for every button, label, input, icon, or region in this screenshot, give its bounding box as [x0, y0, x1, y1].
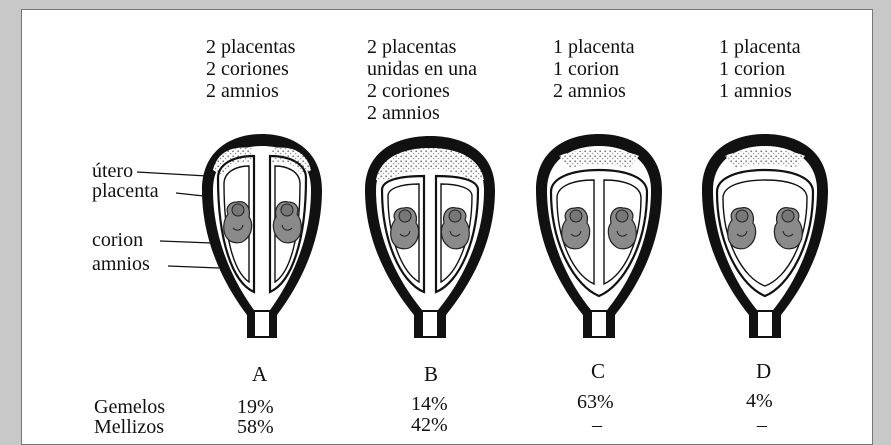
mellizos-b: 42%	[411, 414, 448, 437]
mellizos-c: –	[592, 414, 602, 437]
letter-c: C	[591, 359, 605, 384]
gemelos-c: 63%	[577, 391, 614, 414]
letter-a: A	[252, 362, 267, 387]
letter-b: B	[424, 362, 438, 387]
mellizos-a: 58%	[237, 416, 274, 439]
gemelos-b: 14%	[411, 393, 448, 416]
gemelos-d: 4%	[746, 390, 773, 413]
row-label-mellizos: Mellizos	[94, 416, 164, 439]
leader-amnios	[168, 266, 219, 268]
uterus-b	[365, 136, 495, 338]
leader-utero	[137, 172, 207, 176]
letter-d: D	[756, 359, 771, 384]
uterus-c	[536, 134, 662, 338]
uterus-a	[202, 134, 322, 338]
leader-corion	[160, 241, 212, 243]
uterus-d	[702, 134, 828, 338]
mellizos-d: –	[757, 414, 767, 437]
